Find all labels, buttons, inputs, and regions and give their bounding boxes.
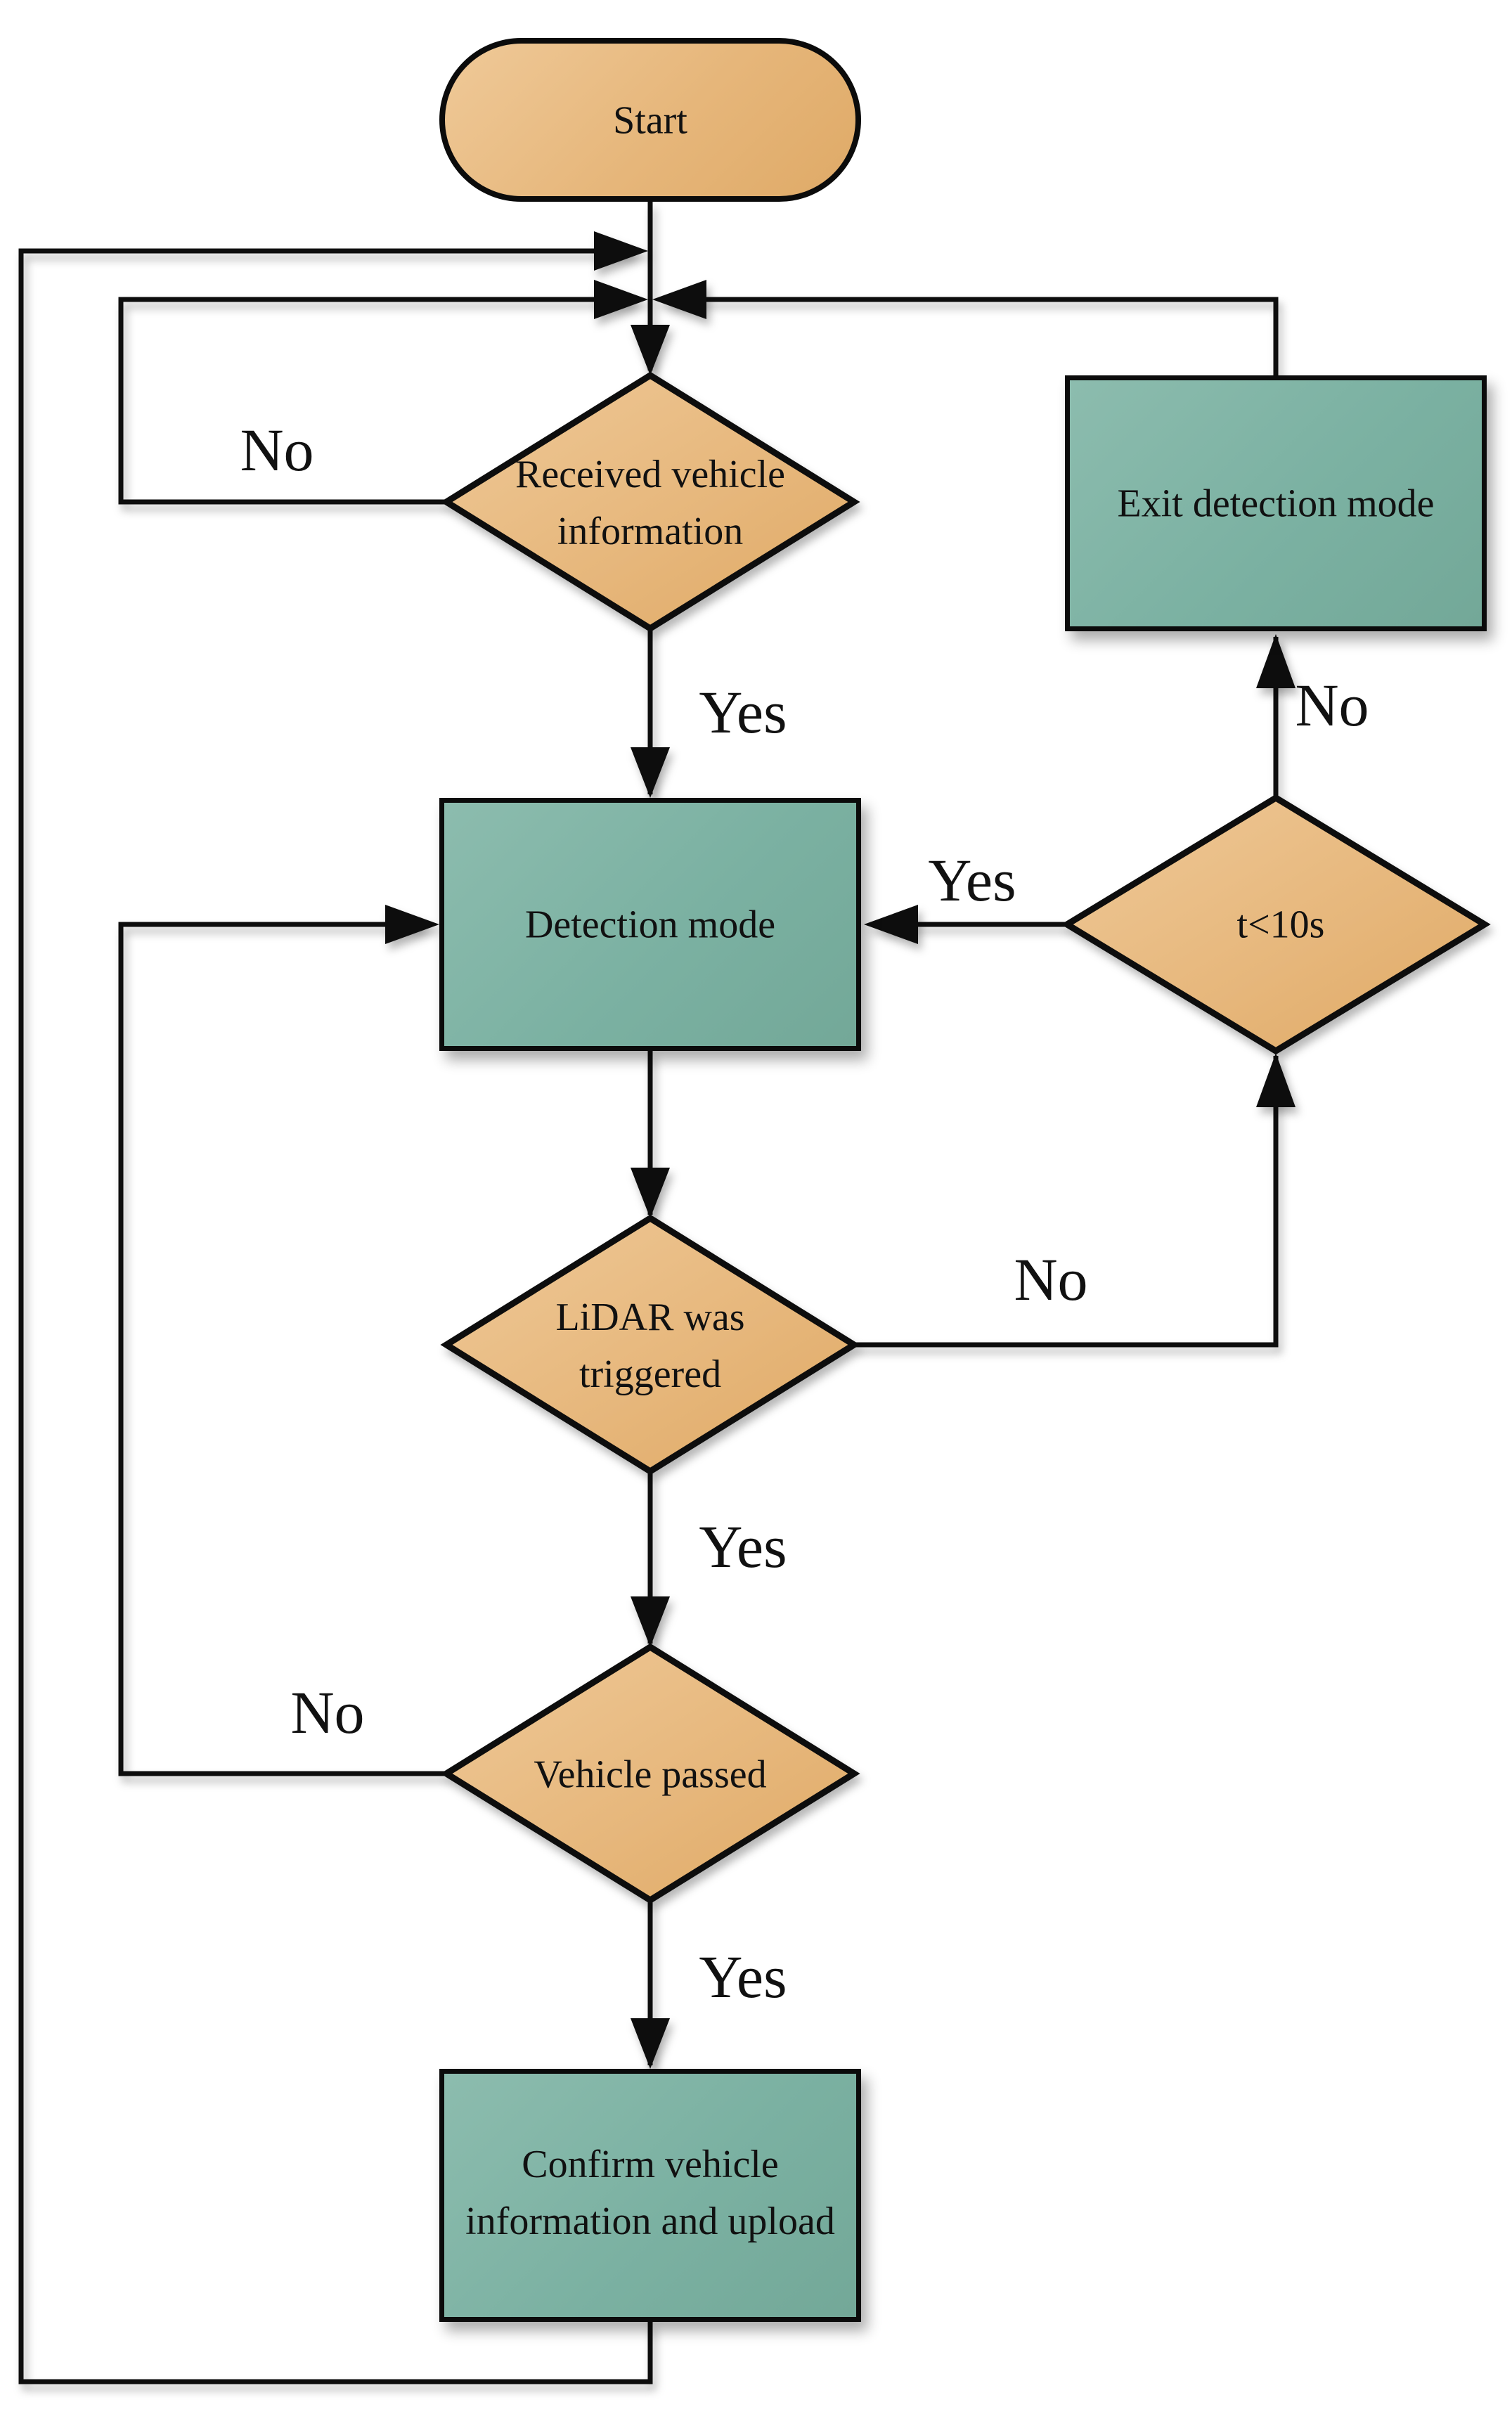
arrowhead-into-detection-right — [864, 905, 918, 944]
node-label-line: information — [557, 510, 744, 553]
edge-lidar-no — [854, 1056, 1279, 1348]
edge-label-t-no: No — [1295, 671, 1369, 739]
node-label-line: information and upload — [465, 2200, 835, 2243]
edge-vehicle-no-loop — [118, 922, 446, 1776]
arrowhead-into-vehicle-top — [631, 1596, 670, 1647]
node-label-line: triggered — [579, 1353, 722, 1396]
node-label-vehicle-passed: Vehicle passed — [534, 1753, 767, 1797]
node-label-received-vehicle-information: Received vehicle information — [515, 446, 785, 560]
node-label-line: Received vehicle — [515, 452, 786, 496]
edge-label-lidar-yes: Yes — [699, 1513, 787, 1580]
node-label-start: Start — [613, 98, 687, 143]
arrowhead-exit-return-merge — [652, 280, 706, 319]
node-confirm-vehicle-information — [439, 2069, 861, 2322]
arrowhead-into-detection-top — [631, 747, 670, 798]
arrowhead-into-exit-bottom — [1256, 634, 1295, 688]
node-label-exit-detection-mode: Exit detection mode — [1117, 482, 1435, 526]
arrowhead-into-detection-left — [385, 905, 439, 944]
arrowhead-into-received-top — [631, 325, 670, 375]
node-exit-detection-mode — [1065, 375, 1487, 631]
edge-label-vehicle-no: No — [290, 1679, 365, 1746]
edge-label-lidar-no: No — [1014, 1246, 1088, 1313]
node-start — [439, 38, 861, 202]
node-label-confirm-vehicle-information: Confirm vehicle information and upload — [465, 2136, 835, 2250]
node-label-detection-mode: Detection mode — [524, 903, 776, 947]
edge-confirm-outer-loop — [18, 248, 653, 2384]
arrowhead-into-lidar-top — [631, 1168, 670, 1218]
edge-received-no-loop — [118, 297, 631, 505]
node-label-lidar-was-triggered: LiDAR was triggered — [555, 1289, 744, 1403]
edge-exit-return — [669, 297, 1279, 375]
edge-label-received-yes: Yes — [699, 678, 787, 746]
arrowhead-into-t-bottom — [1256, 1053, 1295, 1107]
node-label-line: Confirm vehicle — [522, 2142, 779, 2186]
node-label-t-less-than-10s: t<10s — [1236, 903, 1325, 947]
edge-label-received-no: No — [240, 416, 314, 484]
edge-label-t-yes: Yes — [928, 846, 1016, 914]
arrowhead-outer-loop-merge — [594, 231, 648, 271]
decision-vehicle-passed — [440, 1643, 860, 1904]
arrowhead-into-confirm-top — [631, 2018, 670, 2069]
decision-t-less-than-10s — [1061, 794, 1491, 1055]
arrowhead-received-no-merge — [594, 280, 648, 319]
edge-label-vehicle-yes: Yes — [699, 1943, 787, 2010]
node-label-line: LiDAR was — [555, 1295, 745, 1339]
decision-received-vehicle-information — [440, 371, 860, 633]
node-detection-mode — [439, 798, 861, 1051]
decision-lidar-was-triggered — [440, 1214, 860, 1476]
